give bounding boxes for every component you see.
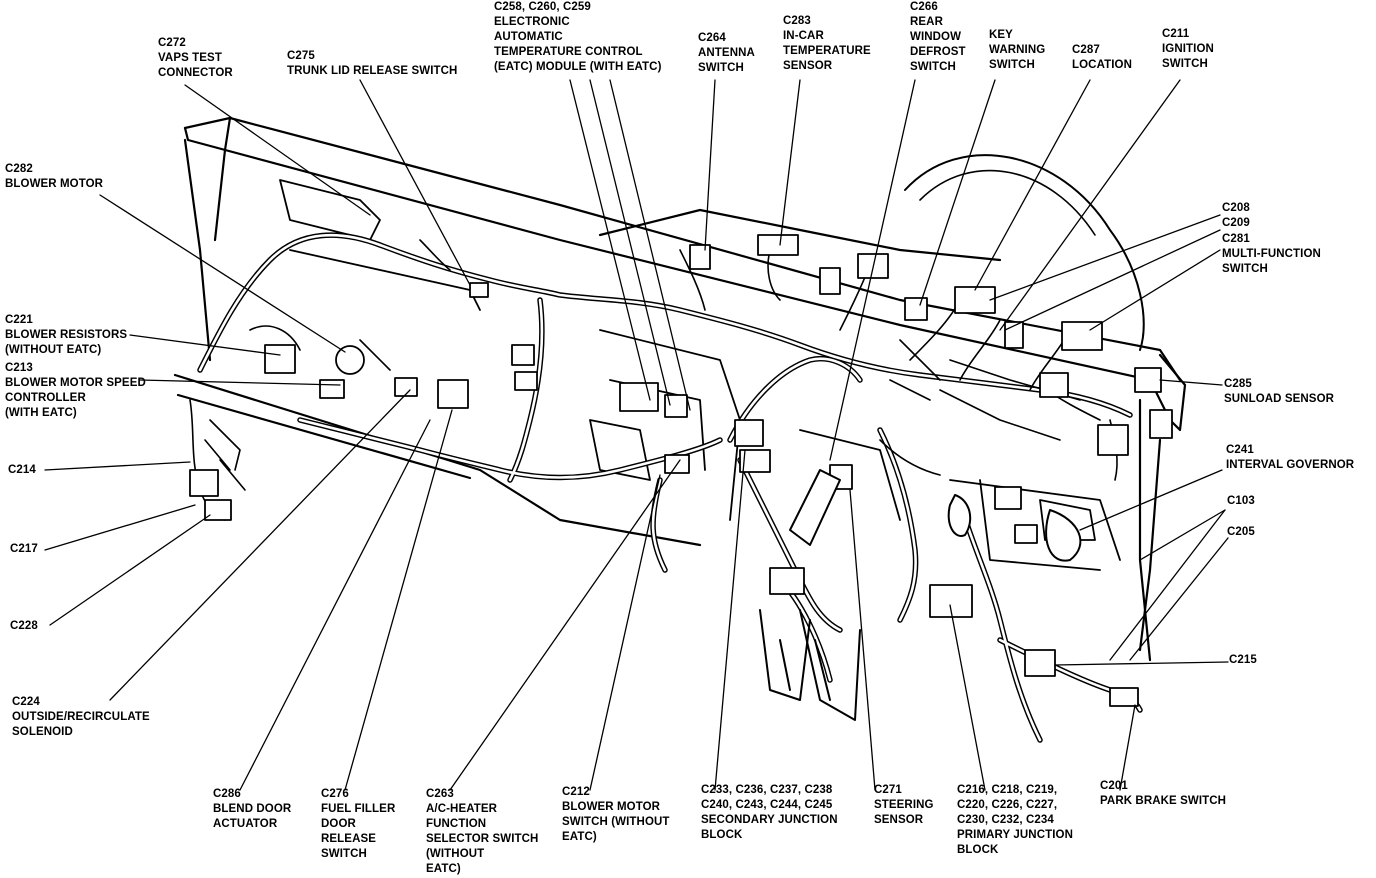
leader-lines — [44, 79, 1229, 791]
label-c266: C266 REAR WINDOW DEFROST SWITCH — [910, 1, 966, 73]
park-brake-connector — [1024, 649, 1056, 677]
function-selector-connector — [437, 379, 469, 409]
interval-governor — [1045, 509, 1082, 562]
label-c208-c209: C208 C209 — [1222, 202, 1250, 229]
label-c281: C281 MULTI-FUNCTION SWITCH — [1222, 233, 1321, 275]
label-c201: C201 PARK BRAKE SWITCH — [1100, 780, 1227, 807]
eatc-module-connector — [619, 382, 659, 412]
pedals-and-column — [759, 469, 1082, 721]
label-c283: C283 IN-CAR TEMPERATURE SENSOR — [783, 15, 871, 72]
label-c224: C224 OUTSIDE/RECIRCULATE SOLENOID — [12, 696, 150, 738]
label-c211: C211 IGNITION SWITCH — [1162, 28, 1214, 70]
label-key-warning: KEY WARNING SWITCH — [989, 29, 1046, 71]
blower-resistor-connector — [264, 344, 296, 374]
label-c214: C214 — [8, 464, 36, 476]
rear-defrost-switch — [904, 297, 928, 321]
label-c276: C276 FUEL FILLER DOOR RELEASE SWITCH — [321, 788, 396, 860]
label-c103: C103 — [1227, 495, 1255, 507]
label-eatc-module: C258, C260, C259 ELECTRONIC AUTOMATIC TE… — [494, 1, 662, 73]
label-c212: C212 BLOWER MOTOR SWITCH (WITHOUT EATC) — [562, 786, 670, 843]
instrument-panel-outline — [173, 116, 1187, 662]
secondary-junction-block — [769, 567, 805, 595]
steering-column — [789, 469, 841, 546]
label-secondary-junction: C233, C236, C237, C238 C240, C243, C244,… — [701, 784, 838, 841]
antenna-switch-connector — [689, 244, 711, 270]
key-warning-switch — [954, 286, 996, 314]
branch-wires — [189, 239, 1118, 521]
label-c215: C215 — [1229, 654, 1257, 666]
label-c205: C205 — [1227, 526, 1255, 538]
label-c272: C272 VAPS TEST CONNECTOR — [158, 37, 233, 79]
label-c241: C241 INTERVAL GOVERNOR — [1226, 444, 1355, 471]
label-c271: C271 STEERING SENSOR — [874, 784, 934, 826]
label-c217: C217 — [10, 543, 38, 555]
blower-motor-body — [335, 345, 365, 375]
sunload-sensor — [1134, 367, 1162, 393]
label-c287: C287 LOCATION — [1072, 44, 1132, 71]
label-c286: C286 BLEND DOOR ACTUATOR — [213, 788, 292, 830]
label-c228: C228 — [10, 620, 38, 632]
label-c275: C275 TRUNK LID RELEASE SWITCH — [287, 50, 458, 77]
label-c213: C213 BLOWER MOTOR SPEED CONTROLLER (WITH… — [5, 362, 146, 419]
in-car-temp-sensor — [757, 234, 799, 256]
label-c263: C263 A/C-HEATER FUNCTION SELECTOR SWITCH… — [426, 788, 539, 875]
label-c221: C221 BLOWER RESISTORS (WITHOUT EATC) — [5, 314, 128, 356]
label-c264: C264 ANTENNA SWITCH — [698, 32, 755, 74]
label-primary-junction: C216, C218, C219, C220, C226, C227, C230… — [957, 784, 1073, 856]
multi-function-switch — [1061, 321, 1103, 351]
label-c285: C285 SUNLOAD SENSOR — [1224, 378, 1335, 405]
connectors — [189, 234, 1173, 707]
label-c282: C282 BLOWER MOTOR — [5, 163, 104, 190]
